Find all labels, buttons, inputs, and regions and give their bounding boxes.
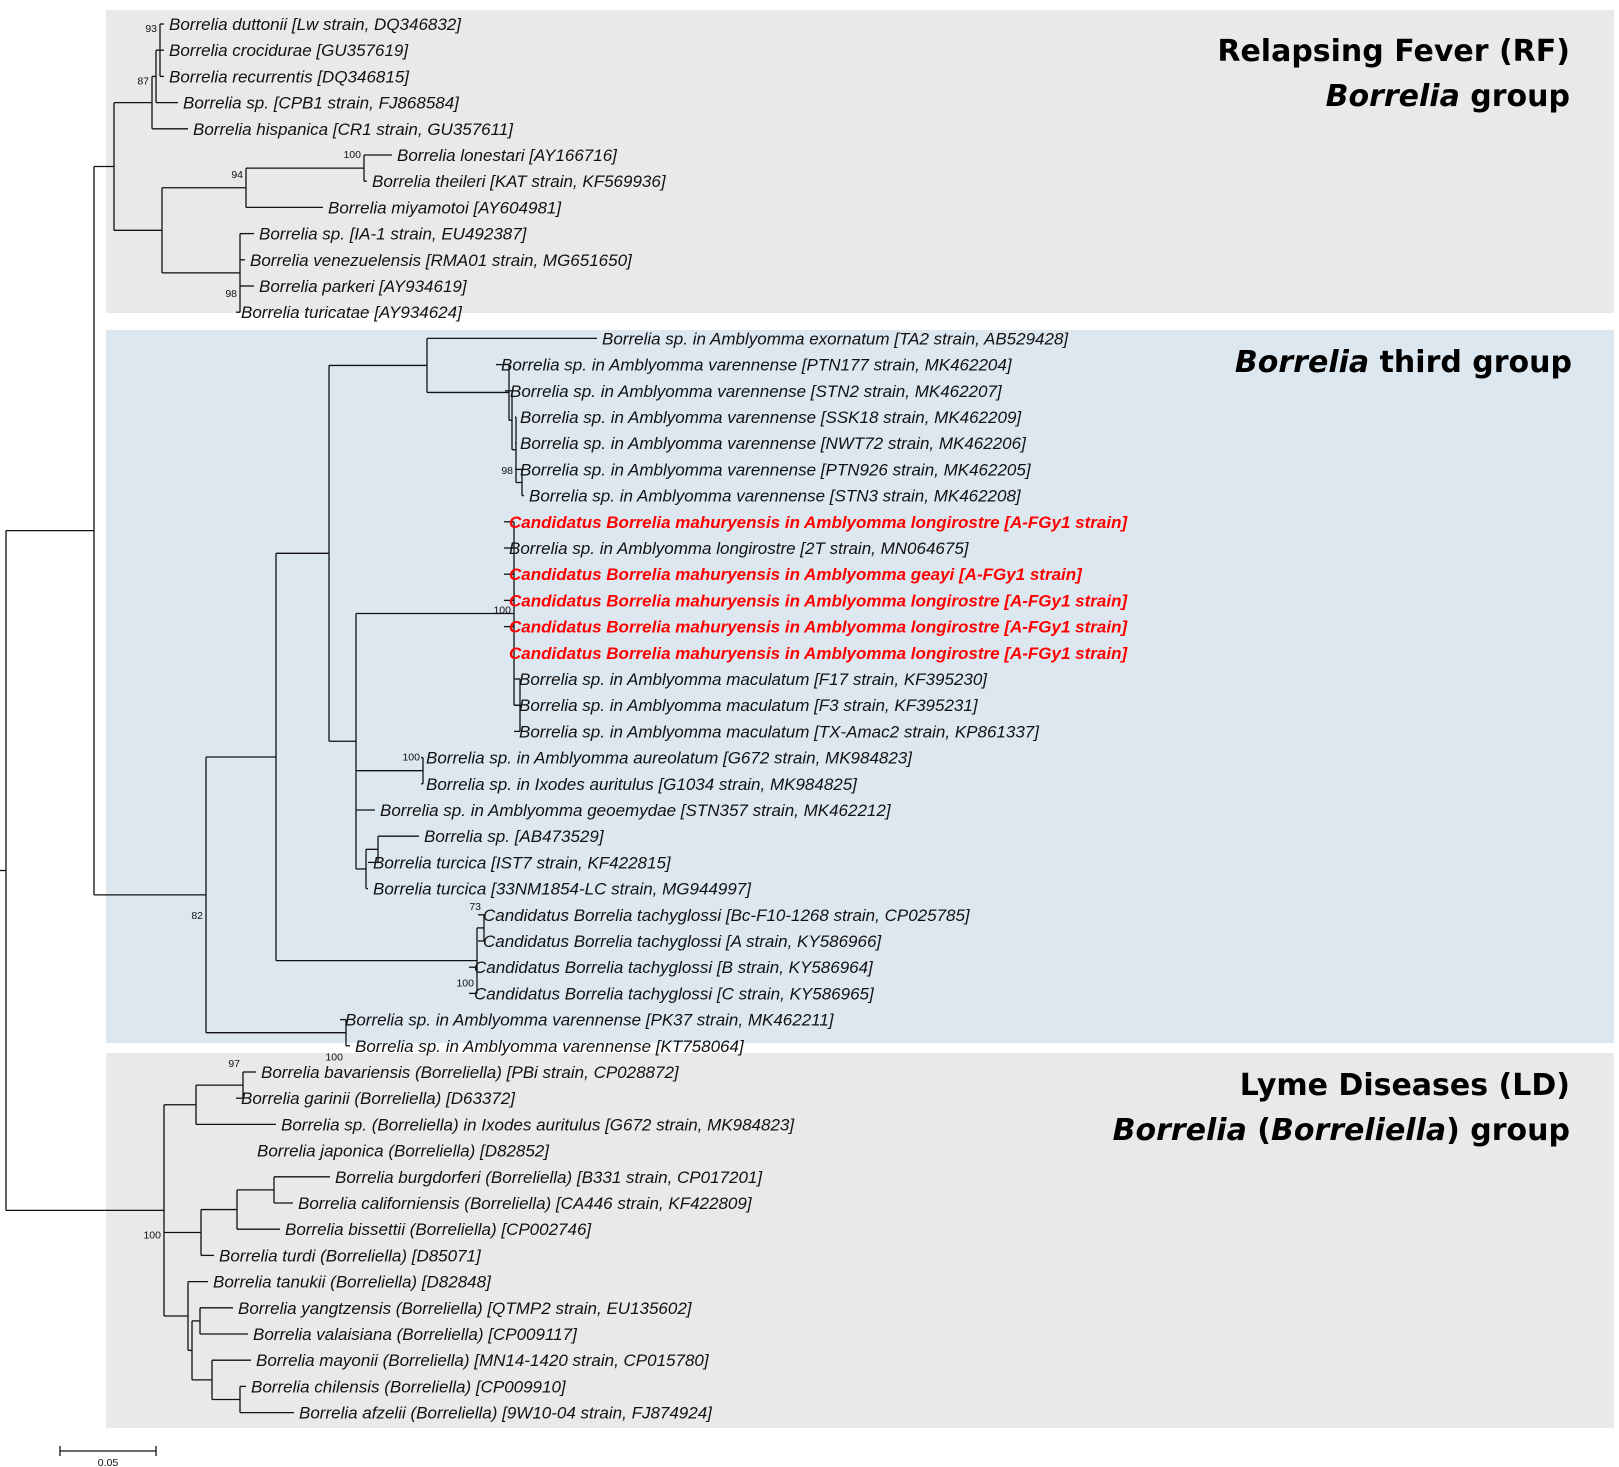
bootstrap-value: 98 [225,288,237,300]
bootstrap-value: 100 [456,978,474,990]
ld-group-genus: Borrelia [1113,1113,1247,1148]
taxon-label: Borrelia sp. [CPB1 strain, FJ868584] [183,94,460,113]
taxon-labels: Borrelia duttonii [Lw strain, DQ346832] B… [169,15,1128,1423]
taxon-label: Borrelia sp. in Amblyomma varennense [NW… [520,434,1027,453]
bootstrap-value: 100 [402,752,420,764]
rf-group-suffix: group [1460,79,1570,114]
bootstrap-value: 100 [325,1052,343,1064]
tree-branches [0,23,597,1414]
ld-group-background [106,1053,1614,1428]
taxon-label: Borrelia turcica [33NM1854-LC strain, MG… [373,880,752,899]
bootstrap-value: 94 [231,169,243,181]
rf-group-genus: Borrelia [1326,79,1460,114]
scale-bar-label: 0.05 [98,1457,119,1467]
taxon-label: Borrelia miyamotoi [AY604981] [328,198,562,217]
taxon-label: Borrelia sp. in Amblyomma longirostre [2… [509,539,970,558]
rf-group-label: Relapsing Fever (RF) [1217,34,1570,69]
ld-group-suffix: ) group [1446,1113,1570,1148]
taxon-label: Borrelia sp. in Amblyomma aureolatum [G6… [426,749,913,768]
taxon-label: Borrelia sp. in Amblyomma varennense [ST… [510,382,1003,401]
taxon-label: Candidatus Borrelia mahuryensis in Ambly… [509,565,1083,584]
taxon-label: Borrelia sp. [AB473529] [424,827,605,846]
taxon-label: Borrelia sp. in Amblyomma varennense [PT… [501,356,1013,375]
taxon-label: Borrelia turcica [IST7 strain, KF422815] [373,853,672,872]
taxon-label: Borrelia bissettii (Borreliella) [CP0027… [285,1220,592,1239]
taxon-label: Borrelia sp. in Amblyomma varennense [KT… [355,1037,745,1056]
bootstrap-value: 73 [469,901,481,913]
rf-group-label-line1: Relapsing Fever (RF) [1217,34,1570,69]
taxon-label: Candidatus Borrelia mahuryensis in Ambly… [509,513,1128,532]
taxon-label: Candidatus Borrelia tachyglossi [Bc-F10-… [483,906,971,925]
taxon-label: Borrelia turdi (Borreliella) [D85071] [219,1246,482,1265]
taxon-label: Borrelia afzelii (Borreliella) [9W10-04 … [299,1404,713,1423]
taxon-label: Borrelia sp. (Borreliella) in Ixodes aur… [281,1115,795,1134]
taxon-label: Borrelia mayonii (Borreliella) [MN14-142… [256,1351,710,1370]
bootstrap-value: 98 [501,465,513,477]
rf-group-label-2: Borrelia group [1326,79,1570,114]
bootstrap-value: 97 [228,1058,240,1070]
ld-group-label: Lyme Diseases (LD) [1240,1068,1570,1103]
taxon-label: Candidatus Borrelia mahuryensis in Ambly… [509,644,1128,663]
taxon-label: Borrelia sp. in Amblyomma varennense [SS… [520,408,1022,427]
ld-group-label-2: Borrelia (Borreliella) group [1113,1113,1570,1148]
rf-group-background [106,10,1614,313]
taxon-label: Borrelia tanukii (Borreliella) [D82848] [213,1273,492,1292]
taxon-label: Borrelia burgdorferi (Borreliella) [B331… [335,1168,763,1187]
bootstrap-value: 93 [145,23,157,35]
third-group-label: Borrelia third group [1235,345,1572,380]
taxon-label: Candidatus Borrelia mahuryensis in Ambly… [509,618,1128,637]
taxon-label: Borrelia parkeri [AY934619] [259,277,468,296]
taxon-label: Borrelia sp. in Amblyomma varennense [PT… [520,460,1032,479]
third-group-suffix: third group [1369,345,1572,380]
taxon-label: Borrelia venezuelensis [RMA01 strain, MG… [250,251,633,270]
taxon-label: Borrelia crocidurae [GU357619] [169,41,409,60]
taxon-label: Borrelia sp. in Amblyomma maculatum [TX-… [519,722,1040,741]
taxon-label: Candidatus Borrelia tachyglossi [A strai… [483,932,882,951]
taxon-label: Candidatus Borrelia mahuryensis in Ambly… [509,591,1128,610]
taxon-label: Borrelia sp. in Amblyomma geoemydae [STN… [380,801,892,820]
bootstrap-value: 100 [493,605,511,617]
taxon-label: Borrelia chilensis (Borreliella) [CP0099… [251,1377,567,1396]
taxon-label: Borrelia valaisiana (Borreliella) [CP009… [253,1325,578,1344]
taxon-label: Borrelia californiensis (Borreliella) [C… [298,1194,753,1213]
ld-group-subgenus: Borreliella [1271,1113,1446,1148]
bootstrap-value: 82 [191,910,203,922]
bootstrap-values: 93 87 100 94 98 98 100 100 82 73 100 100 97 100 [137,23,513,1241]
taxon-label: Borrelia sp. in Amblyomma varennense [PK… [345,1011,835,1030]
scale-bar: 0.05 [59,1446,157,1467]
taxon-label: Borrelia duttonii [Lw strain, DQ346832] [169,15,462,34]
taxon-label: Candidatus Borrelia tachyglossi [B strai… [474,958,874,977]
ld-group-label-line1: Lyme Diseases (LD) [1240,1068,1570,1103]
taxon-label: Borrelia lonestari [AY166716] [397,146,618,165]
taxon-label: Borrelia sp. in Amblyomma exornatum [TA2… [602,329,1069,348]
taxon-label: Borrelia recurrentis [DQ346815] [169,67,410,86]
taxon-label: Borrelia sp. in Amblyomma varennense [ST… [529,487,1022,506]
taxon-label: Borrelia sp. in Ixodes auritulus [G1034 … [426,775,858,794]
third-group-background [106,330,1614,1043]
bootstrap-value: 100 [343,149,361,161]
bootstrap-value: 100 [143,1229,161,1241]
taxon-label: Borrelia garinii (Borreliella) [D63372] [241,1089,516,1108]
taxon-label: Borrelia sp. in Amblyomma maculatum [F17… [519,670,988,689]
taxon-label: Borrelia hispanica [CR1 strain, GU357611… [193,120,514,139]
taxon-label: Borrelia yangtzensis (Borreliella) [QTMP… [238,1299,693,1318]
ld-group-paren-open: ( [1247,1113,1271,1148]
taxon-label: Borrelia sp. in Amblyomma maculatum [F3 … [519,696,979,715]
third-group-genus: Borrelia [1235,345,1369,380]
taxon-label: Borrelia japonica (Borreliella) [D82852] [257,1142,550,1161]
taxon-label: Borrelia turicatae [AY934624] [241,303,463,322]
taxon-label: Candidatus Borrelia tachyglossi [C strai… [474,984,875,1003]
taxon-label: Borrelia bavariensis (Borreliella) [PBi … [261,1063,680,1082]
bootstrap-value: 87 [137,76,149,88]
taxon-label: Borrelia sp. [IA-1 strain, EU492387] [259,225,528,244]
taxon-label: Borrelia theileri [KAT strain, KF569936] [372,172,667,191]
